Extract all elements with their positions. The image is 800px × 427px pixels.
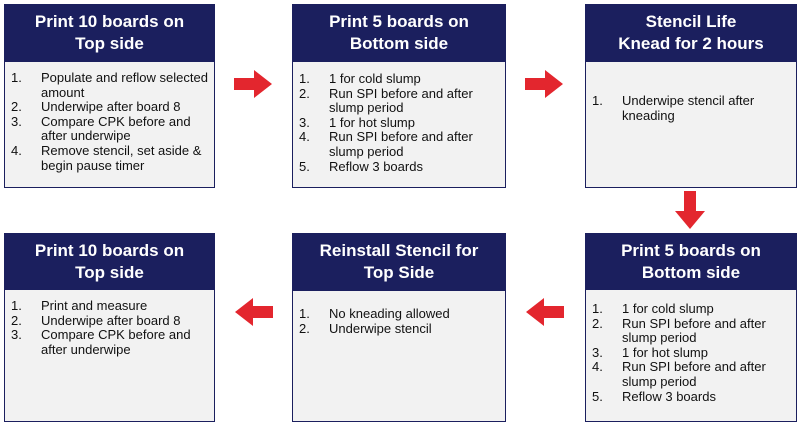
arrow-left-icon xyxy=(235,298,273,326)
step-3-title-line-2: Knead for 2 hours xyxy=(618,34,764,53)
step-1-title-line-2: Top side xyxy=(75,34,144,53)
step-box-6: Print 10 boards on Top side 1.Print and … xyxy=(4,233,215,422)
arrow-right-icon xyxy=(525,70,563,98)
list-item: 1.No kneading allowed xyxy=(299,306,450,321)
step-box-1: Print 10 boards on Top side 1.Populate a… xyxy=(4,4,215,188)
list-item: 2.Underwipe stencil xyxy=(299,320,432,336)
step-6-title-line-1: Print 10 boards on xyxy=(34,241,185,260)
step-5-header: Reinstall Stencil for Top Side xyxy=(293,234,505,291)
list-item: 2.Run SPI before and after slump period xyxy=(592,315,766,346)
step-4-title-line-2: Bottom side xyxy=(641,263,741,282)
list-item: 5.Reflow 3 boards xyxy=(299,158,423,174)
arrow-left-icon xyxy=(526,298,564,326)
step-1-title-line-1: Print 10 boards on xyxy=(34,12,185,31)
step-2-title-line-2: Bottom side xyxy=(349,34,449,53)
list-item: 1.1 for cold slump xyxy=(592,301,714,316)
list-item: 3.1 for hot slump xyxy=(299,114,415,130)
step-1-list: 1.Populate and reflow selected amount 2.… xyxy=(5,62,214,173)
step-6-list: 1.Print and measure 2.Underwipe after bo… xyxy=(5,290,214,357)
step-box-4: Print 5 boards on Bottom side 1.1 for co… xyxy=(585,233,797,422)
list-item: 4.Run SPI before and after slump period xyxy=(299,129,473,159)
list-item: 2.Underwipe after board 8 xyxy=(11,99,181,115)
step-5-title-line-1: Reinstall Stencil for xyxy=(319,241,479,260)
step-3-header: Stencil Life Knead for 2 hours xyxy=(586,5,796,62)
step-1-header: Print 10 boards on Top side xyxy=(5,5,214,62)
step-box-3: Stencil Life Knead for 2 hours 1.Underwi… xyxy=(585,4,797,188)
step-2-header: Print 5 boards on Bottom side xyxy=(293,5,505,62)
step-5-title-line-2: Top Side xyxy=(363,263,435,282)
list-item: 4.Remove stencil, set aside & begin paus… xyxy=(11,142,202,173)
list-item: 3.Compare CPK before and after underwipe xyxy=(11,327,191,357)
list-item: 2.Underwipe after board 8 xyxy=(11,312,181,328)
step-6-header: Print 10 boards on Top side xyxy=(5,234,214,290)
list-item: 4.Run SPI before and after slump period xyxy=(592,359,766,389)
list-item: 1.Print and measure xyxy=(11,298,148,313)
list-item: 1.Underwipe stencil after kneading xyxy=(592,93,755,123)
step-6-title-line-2: Top side xyxy=(75,263,144,282)
arrow-right-icon xyxy=(234,70,272,98)
step-2-list: 1.1 for cold slump 2.Run SPI before and … xyxy=(293,62,505,174)
list-item: 5.Reflow 3 boards xyxy=(592,388,716,404)
step-4-header: Print 5 boards on Bottom side xyxy=(586,234,796,290)
arrow-down-icon xyxy=(675,191,705,229)
list-item: 1.1 for cold slump xyxy=(299,71,421,86)
step-3-list: 1.Underwipe stencil after kneading xyxy=(586,62,796,123)
list-item: 3.Compare CPK before and after underwipe xyxy=(11,113,191,144)
step-box-2: Print 5 boards on Bottom side 1.1 for co… xyxy=(292,4,506,188)
step-4-title-line-1: Print 5 boards on xyxy=(621,241,761,260)
list-item: 3.1 for hot slump xyxy=(592,344,708,360)
step-4-list: 1.1 for cold slump 2.Run SPI before and … xyxy=(586,290,796,404)
list-item: 2.Run SPI before and after slump period xyxy=(299,85,473,116)
list-item: 1.Populate and reflow selected amount xyxy=(11,70,208,100)
step-2-title-line-1: Print 5 boards on xyxy=(329,12,469,31)
step-box-5: Reinstall Stencil for Top Side 1.No knea… xyxy=(292,233,506,422)
step-3-title-line-1: Stencil Life xyxy=(645,12,737,31)
step-5-list: 1.No kneading allowed 2.Underwipe stenci… xyxy=(293,291,505,336)
